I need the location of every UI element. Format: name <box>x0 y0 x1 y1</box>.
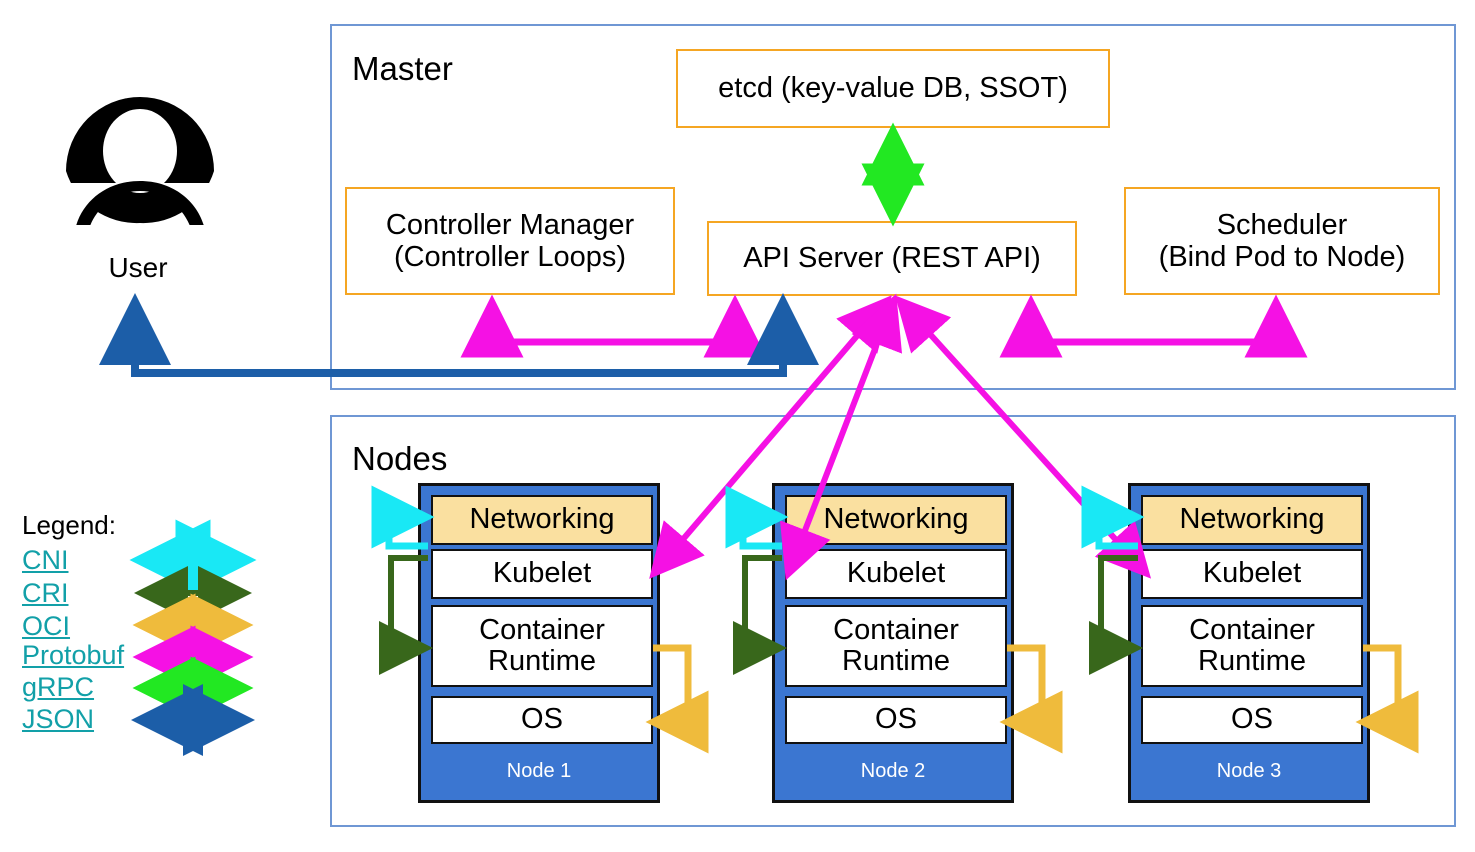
node-3-networking[interactable]: Networking <box>1141 495 1363 545</box>
node-2-kubelet[interactable]: Kubelet <box>785 549 1007 599</box>
node-2-caption: Node 2 <box>860 760 926 782</box>
scheduler-label-line1: Scheduler <box>1216 208 1348 241</box>
node-3-caption: Node 3 <box>1216 760 1282 782</box>
etcd-label: etcd (key-value DB, SSOT) <box>718 72 1068 105</box>
api-server-box[interactable]: API Server (REST API) <box>707 221 1077 296</box>
controller-manager-label-line2: (Controller Loops) <box>393 241 627 273</box>
user-label: User <box>108 252 168 283</box>
container-runtime-label-line1: Container <box>479 613 605 646</box>
node-2-os[interactable]: OS <box>785 696 1007 744</box>
legend-item-json[interactable]: JSON <box>22 704 95 734</box>
user-avatar-icon <box>60 97 220 225</box>
kubelet-label: Kubelet <box>1202 557 1302 590</box>
node-1-networking[interactable]: Networking <box>431 495 653 545</box>
container-runtime-label-line2: Runtime <box>842 645 950 677</box>
node-2-container-runtime[interactable]: Container Runtime <box>785 605 1007 687</box>
controller-manager-box[interactable]: Controller Manager (Controller Loops) <box>345 187 675 295</box>
os-label: OS <box>1231 703 1273 736</box>
scheduler-box[interactable]: Scheduler (Bind Pod to Node) <box>1124 187 1440 295</box>
node-3[interactable]: Networking Kubelet Container Runtime OS … <box>1128 483 1370 803</box>
controller-manager-label-line1: Controller Manager <box>385 208 635 241</box>
os-label: OS <box>521 703 563 736</box>
api-server-label: API Server (REST API) <box>743 242 1041 275</box>
container-runtime-label-line2: Runtime <box>488 645 596 677</box>
legend-item-protobuf[interactable]: Protobuf <box>22 640 125 670</box>
container-runtime-label-line1: Container <box>1189 613 1315 646</box>
node-1[interactable]: Networking Kubelet Container Runtime OS … <box>418 483 660 803</box>
master-section-title: Master <box>352 50 453 87</box>
scheduler-label-line2: (Bind Pod to Node) <box>1158 241 1406 273</box>
container-runtime-label-line1: Container <box>833 613 959 646</box>
etcd-box[interactable]: etcd (key-value DB, SSOT) <box>676 49 1110 128</box>
node-3-kubelet[interactable]: Kubelet <box>1141 549 1363 599</box>
node-1-container-runtime[interactable]: Container Runtime <box>431 605 653 687</box>
os-label: OS <box>875 703 917 736</box>
legend-title: Legend: <box>22 510 116 540</box>
kubelet-label: Kubelet <box>846 557 946 590</box>
node-1-kubelet[interactable]: Kubelet <box>431 549 653 599</box>
node-3-container-runtime[interactable]: Container Runtime <box>1141 605 1363 687</box>
node-1-os[interactable]: OS <box>431 696 653 744</box>
legend-item-cri[interactable]: CRI <box>22 578 69 608</box>
kubelet-label: Kubelet <box>492 557 592 590</box>
container-runtime-label-line2: Runtime <box>1198 645 1306 677</box>
networking-label: Networking <box>823 503 969 536</box>
node-3-os[interactable]: OS <box>1141 696 1363 744</box>
legend-item-grpc[interactable]: gRPC <box>22 672 95 702</box>
legend-item-cni[interactable]: CNI <box>22 545 69 575</box>
node-2[interactable]: Networking Kubelet Container Runtime OS … <box>772 483 1014 803</box>
nodes-section-title: Nodes <box>352 440 448 477</box>
legend-item-oci[interactable]: OCI <box>22 611 71 641</box>
node-2-networking[interactable]: Networking <box>785 495 1007 545</box>
networking-label: Networking <box>1179 503 1325 536</box>
networking-label: Networking <box>469 503 615 536</box>
node-1-caption: Node 1 <box>506 760 572 782</box>
